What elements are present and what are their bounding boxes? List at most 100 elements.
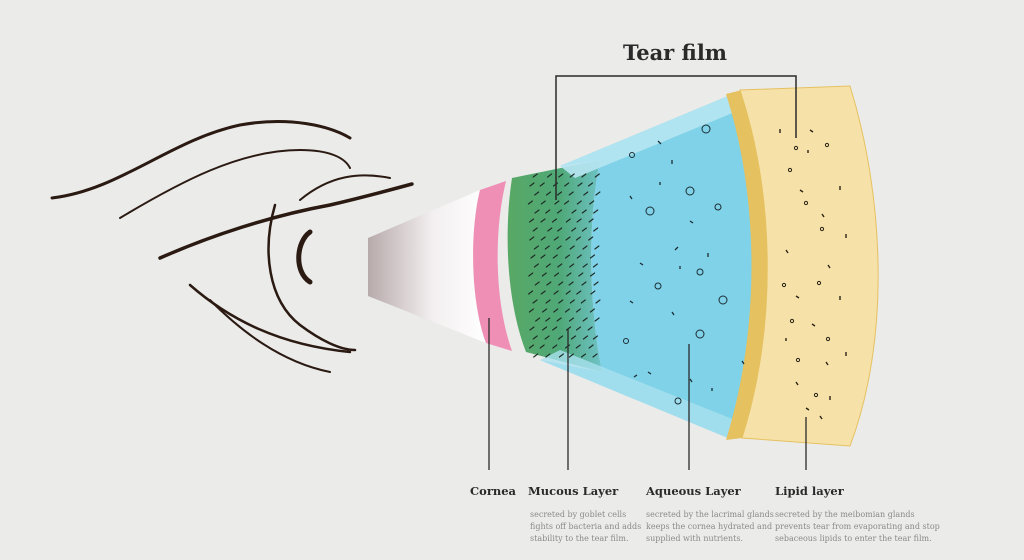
mucous-strand (545, 317, 551, 322)
dot (803, 200, 809, 206)
mucous-strand (575, 236, 581, 241)
mucous-strand (575, 326, 582, 331)
mucous-strand (593, 281, 599, 286)
bubble (629, 152, 635, 158)
lipid-layer (739, 85, 879, 447)
mucous-strand (533, 353, 539, 358)
mucous-strand (564, 182, 570, 187)
mucous-strand (544, 245, 550, 250)
dot (789, 318, 795, 324)
mucous-strand (532, 173, 538, 178)
lipid-desc-line: secreted by the meibomian glands (775, 510, 915, 519)
mucous-strand (532, 335, 538, 340)
upper-eyelid (158, 182, 414, 260)
lipid-layer-label: Lipid layer (775, 484, 844, 498)
mucous-strand (546, 281, 552, 286)
bubble (645, 206, 655, 216)
dot (793, 145, 799, 151)
mucous-desc-line: secreted by goblet cells (530, 510, 627, 519)
mucous-strand (588, 218, 594, 223)
dot (787, 167, 793, 173)
mucous-strand (540, 218, 546, 223)
cornea-band (473, 181, 512, 351)
mucous-strand (588, 344, 594, 349)
light-cone (368, 190, 486, 343)
mucous-strand (529, 326, 535, 331)
mucous-strand (545, 299, 551, 304)
bubble (696, 268, 704, 276)
aqueous-lower-highlight (540, 350, 735, 438)
mucous-strand (542, 308, 548, 313)
mucous-strand (540, 200, 546, 205)
mucous-strand (535, 317, 541, 322)
dot (813, 392, 819, 398)
mucous-strand (552, 254, 558, 259)
mucous-strand (569, 299, 575, 304)
mucous-strand (592, 353, 598, 358)
dot (819, 226, 825, 232)
mucous-strand (592, 335, 598, 340)
mucous-strand (583, 191, 589, 196)
mucous-strand (575, 344, 581, 349)
mucous-strand (581, 227, 587, 232)
mucous-strand (539, 182, 545, 187)
mucous-strand (556, 191, 563, 196)
mucous-strand (553, 290, 559, 295)
bubble (654, 282, 662, 290)
mucous-strand (575, 308, 581, 313)
mucous-strand (540, 236, 546, 241)
dot (824, 142, 830, 148)
mucous-strand (556, 245, 562, 250)
mucous-strand (595, 299, 601, 304)
mucous-strand (592, 263, 598, 268)
mucous-strand (565, 218, 571, 223)
mucous-strand (565, 326, 572, 331)
mucous-desc-line: stability to the tear film. (530, 534, 629, 543)
mucous-strand (588, 236, 594, 241)
mucous-strand (528, 308, 534, 313)
aqueous-desc-line: secreted by the lacrimal glands (646, 510, 774, 519)
lipid-particles (779, 129, 847, 420)
mucous-strand (528, 272, 534, 277)
lipid-description: secreted by the meibomian glands prevent… (775, 509, 940, 545)
mucous-description: secreted by goblet cells fights off bact… (530, 509, 641, 545)
mucous-strand (590, 290, 596, 295)
mucous-strand (554, 272, 560, 277)
speck (779, 129, 847, 420)
mucous-desc-line: fights off bacteria and adds (530, 522, 642, 531)
mucous-strand (565, 236, 571, 241)
eye-illustration (50, 120, 414, 373)
mucous-strand (545, 353, 551, 358)
mucous-strand (594, 173, 600, 178)
eyelash-line (299, 174, 391, 201)
aqueous-description: secreted by the lacrimal glands keeps th… (646, 509, 774, 545)
mucous-strand (576, 218, 582, 223)
lipid-desc-line: prevents tear from evaporating and stop (775, 522, 940, 531)
mucous-strand (542, 326, 548, 331)
dot (781, 282, 787, 288)
mucous-strand (569, 263, 575, 268)
mucous-strand (558, 281, 564, 286)
mucous-strand (530, 254, 536, 259)
mucous-strand (595, 191, 601, 196)
mucous-strand (540, 290, 546, 295)
mucous-strand (580, 353, 587, 358)
bubble (695, 329, 705, 339)
mucous-strand (581, 281, 587, 286)
speck (629, 140, 745, 391)
mucous-strand (541, 272, 547, 277)
mucous-strand (587, 326, 593, 331)
mucous-strand (551, 218, 558, 223)
mucous-strand (589, 308, 595, 313)
dot (825, 336, 831, 342)
mucous-strand (568, 191, 574, 196)
mucous-layer (507, 160, 602, 372)
lipid-edge (726, 90, 768, 440)
mucous-strand (539, 344, 545, 349)
mucous-strand (576, 200, 582, 205)
aqueous-particles (623, 124, 745, 405)
mucous-strand (528, 290, 534, 295)
mucous-strand (581, 209, 587, 214)
mucous-strand (552, 344, 558, 349)
mucous-layer-label: Mucous Layer (528, 484, 619, 498)
